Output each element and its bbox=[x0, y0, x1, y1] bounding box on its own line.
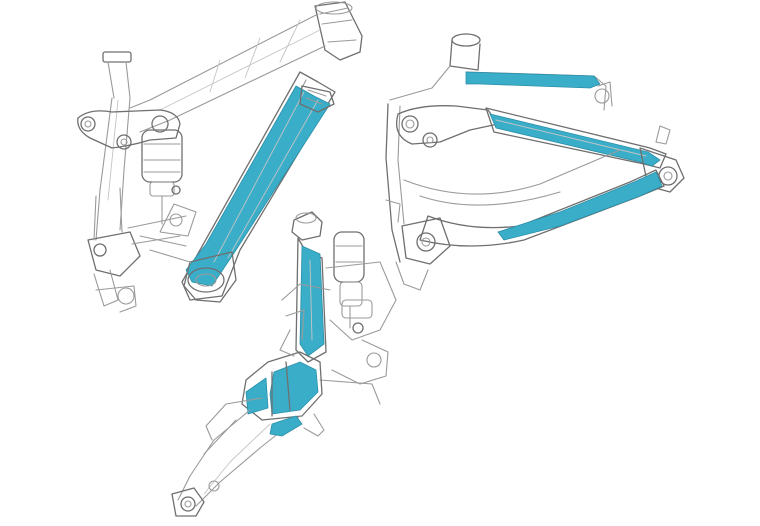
cable-port bbox=[299, 85, 335, 113]
underside-chainstays bbox=[177, 397, 301, 507]
front-triangle-view bbox=[77, 1, 363, 313]
down-tube-highlight bbox=[185, 85, 331, 287]
rear-swingarm-view bbox=[385, 33, 685, 291]
head-tube bbox=[314, 1, 363, 61]
underside-dropout bbox=[171, 480, 220, 517]
seat-tube-highlight bbox=[299, 245, 325, 357]
lower-link bbox=[87, 187, 187, 313]
bb-highlight-right bbox=[269, 361, 319, 415]
bb-shell bbox=[241, 351, 323, 421]
rocker-link bbox=[77, 109, 181, 150]
rear-dropout bbox=[594, 81, 685, 193]
seat-collar bbox=[291, 211, 323, 241]
bottom-bracket bbox=[139, 203, 237, 303]
underside-right-stays bbox=[279, 283, 331, 437]
seatstay-diagonal-highlight bbox=[489, 113, 661, 167]
seatstay-upper bbox=[385, 33, 607, 263]
main-pivot bbox=[385, 199, 451, 291]
top-tube bbox=[129, 13, 326, 133]
underside-linkage bbox=[319, 261, 397, 405]
swingarm-yoke bbox=[395, 105, 499, 148]
chainstay-bridge-highlight bbox=[269, 415, 303, 437]
chainstay-highlight bbox=[497, 171, 663, 241]
shock-underside bbox=[333, 231, 373, 334]
seatstay-diagonal bbox=[485, 107, 667, 169]
bb-highlight-left bbox=[245, 377, 269, 415]
seatstay-highlight bbox=[465, 71, 601, 89]
rear-shock bbox=[141, 129, 183, 225]
frame-underside-view bbox=[171, 211, 397, 517]
